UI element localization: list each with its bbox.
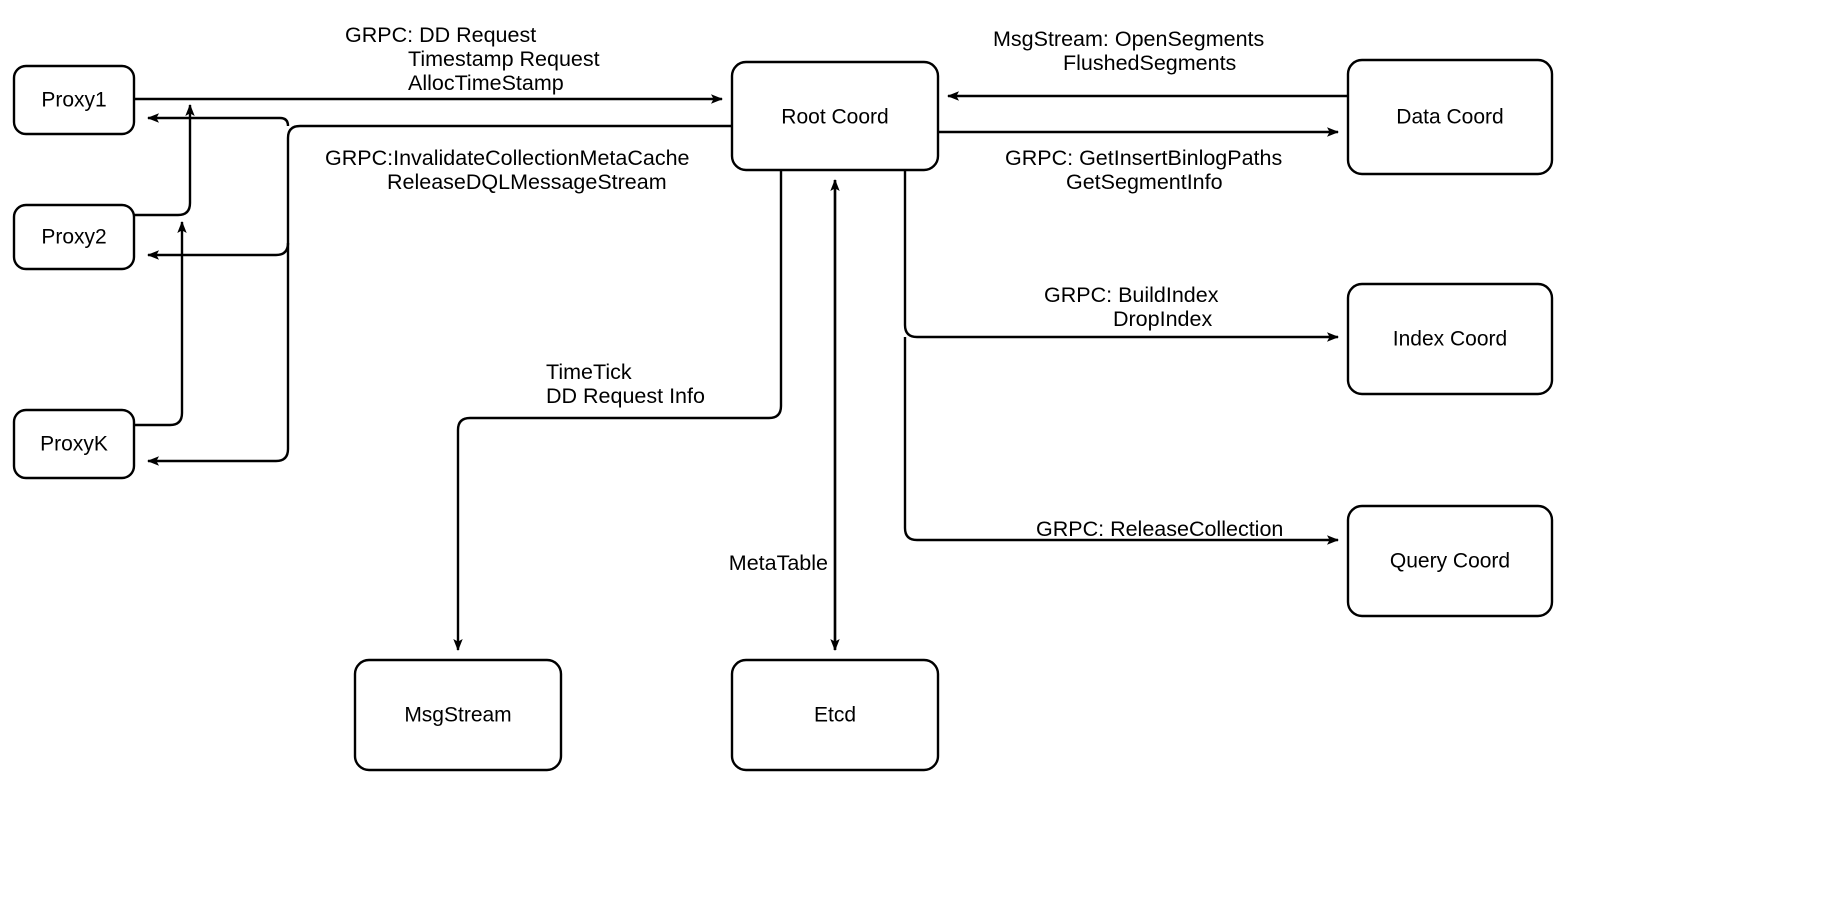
- node-label-proxy1: Proxy1: [41, 89, 106, 112]
- edge-line-root-to-querycoord: [903, 337, 1339, 545]
- edge-label-root-to-indexcoord-line1: GRPC: BuildIndex: [1044, 283, 1219, 307]
- node-data-coord[interactable]: Data Coord: [1346, 58, 1554, 176]
- edge-label-root-to-proxies: GRPC:InvalidateCollectionMetaCache Relea…: [325, 146, 689, 194]
- node-box-query-coord[interactable]: [1346, 504, 1554, 618]
- edge-label-root-to-datacoord-line2: GetSegmentInfo: [1066, 170, 1223, 194]
- edge-label-root-to-querycoord: GRPC: ReleaseCollection: [1036, 517, 1283, 541]
- node-label-proxyk: ProxyK: [40, 433, 108, 456]
- edge-root-to-proxies: [147, 113, 732, 466]
- edge-line-root-to-msgstream: [453, 170, 783, 651]
- edge-line-root-to-indexcoord: [903, 170, 1339, 342]
- edge-line-root-to-proxy2: [147, 242, 290, 260]
- edge-label-root-to-indexcoord: GRPC: BuildIndex DropIndex: [1044, 283, 1219, 331]
- edge-root-to-msgstream: [453, 170, 783, 651]
- edge-label-proxy-to-root: GRPC: DD Request Timestamp Request Alloc…: [345, 23, 600, 95]
- edge-label-root-to-msgstream-line1: TimeTick: [546, 360, 632, 384]
- edge-label-root-to-datacoord: GRPC: GetInsertBinlogPaths GetSegmentInf…: [1005, 146, 1282, 194]
- node-etcd[interactable]: Etcd: [730, 658, 940, 772]
- node-box-index-coord[interactable]: [1346, 282, 1554, 396]
- edge-label-proxy-to-root-line1: GRPC: DD Request: [345, 23, 536, 47]
- node-label-query-coord: Query Coord: [1390, 550, 1510, 573]
- edge-label-root-to-querycoord-line1: GRPC: ReleaseCollection: [1036, 517, 1283, 541]
- edge-label-root-to-msgstream: TimeTick DD Request Info: [546, 360, 705, 408]
- edge-root-to-querycoord: [903, 337, 1339, 545]
- node-box-root-coord[interactable]: [730, 60, 940, 172]
- edge-proxies-to-root-riser: [134, 104, 195, 427]
- edge-label-root-to-proxies-line2: ReleaseDQLMessageStream: [387, 170, 667, 194]
- edge-line-root-to-proxy1: [147, 113, 290, 127]
- edge-root-to-indexcoord: [903, 170, 1339, 342]
- edge-label-root-to-etcd-line1: MetaTable: [729, 551, 828, 575]
- node-box-proxyk[interactable]: [12, 408, 136, 480]
- edge-label-root-to-etcd: MetaTable: [729, 551, 828, 575]
- node-proxyk[interactable]: ProxyK: [12, 408, 136, 480]
- node-query-coord[interactable]: Query Coord: [1346, 504, 1554, 618]
- node-root-coord[interactable]: Root Coord: [730, 60, 940, 172]
- node-proxy1[interactable]: Proxy1: [12, 64, 136, 136]
- edge-label-root-to-datacoord-line1: GRPC: GetInsertBinlogPaths: [1005, 146, 1282, 170]
- node-label-etcd: Etcd: [814, 704, 856, 727]
- node-label-data-coord: Data Coord: [1396, 106, 1503, 129]
- node-label-msgstream: MsgStream: [404, 704, 511, 727]
- node-box-data-coord[interactable]: [1346, 58, 1554, 176]
- edge-line-root-to-proxyk: [147, 124, 732, 466]
- node-label-index-coord: Index Coord: [1393, 328, 1507, 351]
- node-box-proxy1[interactable]: [12, 64, 136, 136]
- node-msgstream[interactable]: MsgStream: [353, 658, 563, 772]
- edge-label-root-to-proxies-line1: GRPC:InvalidateCollectionMetaCache: [325, 146, 689, 170]
- node-proxy2[interactable]: Proxy2: [12, 203, 136, 271]
- node-box-etcd[interactable]: [730, 658, 940, 772]
- node-label-proxy2: Proxy2: [41, 226, 106, 249]
- edge-label-root-to-msgstream-line2: DD Request Info: [546, 384, 705, 408]
- edge-label-datacoord-to-root-line1: MsgStream: OpenSegments: [993, 27, 1264, 51]
- edge-label-root-to-indexcoord-line2: DropIndex: [1113, 307, 1212, 331]
- node-box-msgstream[interactable]: [353, 658, 563, 772]
- edge-label-proxy-to-root-line2: Timestamp Request: [408, 47, 600, 71]
- node-index-coord[interactable]: Index Coord: [1346, 282, 1554, 396]
- edge-label-datacoord-to-root-line2: FlushedSegments: [1063, 51, 1236, 75]
- edge-line-proxyk-riser: [134, 221, 187, 427]
- edge-label-datacoord-to-root: MsgStream: OpenSegments FlushedSegments: [993, 27, 1264, 75]
- edge-line-proxy2-riser: [134, 104, 195, 217]
- node-box-proxy2[interactable]: [12, 203, 136, 271]
- edge-label-proxy-to-root-line3: AllocTimeStamp: [408, 71, 564, 95]
- node-label-root-coord: Root Coord: [781, 106, 888, 129]
